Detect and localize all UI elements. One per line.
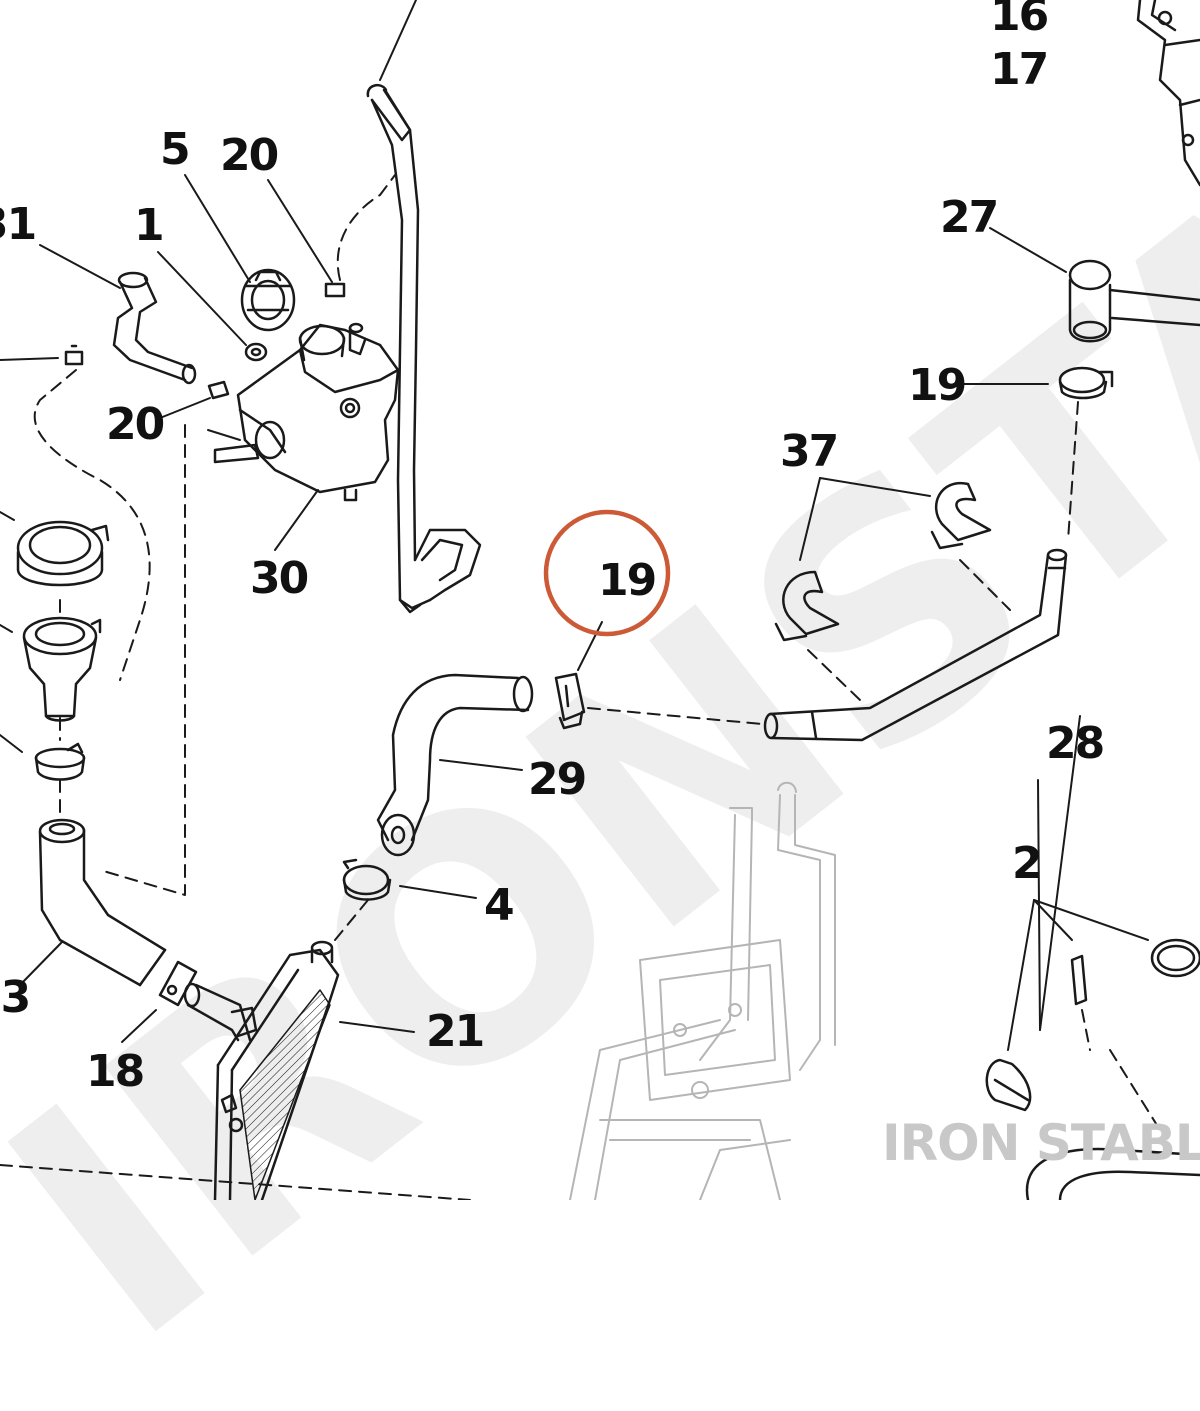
hose-29 [376,673,534,857]
reservoir-tank-30 [213,322,400,502]
callout-29: 29 [528,754,587,805]
clamp-left-upper [64,344,84,366]
radiator-cap [16,520,110,587]
gasket-2-loop [985,1058,1032,1112]
clamp-19-upper [1058,366,1114,400]
gasket-2-clip [1070,954,1088,1006]
exploded-parts-diagram [0,0,1200,1200]
brand-label: IRON STABLE [882,1114,1200,1172]
callout-19-upper: 19 [908,360,967,411]
callout-21: 21 [426,1006,485,1057]
callout-16: 16 [990,0,1049,41]
callout-30: 30 [250,553,309,604]
hose-lower-right [1025,1147,1200,1200]
clamp-4 [342,858,392,901]
callout-37: 37 [780,426,839,477]
frame-ghost-outline [569,781,836,1200]
radiator-21 [213,940,340,1200]
callout-20-lower: 20 [106,399,165,450]
callout-2: 2 [1012,838,1043,889]
filler-neck [22,616,102,722]
dashed-flow-lines [0,174,1161,1200]
hose-31 [112,271,197,385]
callout-33: 33 [0,972,31,1023]
callout-19-highlighted: 19 [598,555,657,606]
highlight-ring [543,509,671,637]
callout-4: 4 [484,880,515,931]
leader-lines [0,0,1149,1051]
hose-33 [38,818,167,987]
thermostat-housing-part [1136,0,1200,187]
callout-5: 5 [160,124,191,175]
clip-37-upper [930,481,992,550]
callout-20-upper: 20 [220,130,279,181]
clamp-19-highlighted [554,672,586,730]
gasket-2-ring [1150,938,1200,978]
callout-27: 27 [940,192,999,243]
tube-28 [763,548,1068,742]
clamp-18 [158,960,198,1007]
callout-31: 31 [0,199,37,250]
cap-5 [240,268,296,332]
callout-1: 1 [134,200,165,251]
clamp-20-lower [207,380,230,400]
clamp-20-upper [324,282,346,298]
callout-18: 18 [86,1046,145,1097]
clip-37-lower [774,570,840,642]
clamp-band-left [34,742,86,781]
hose-27 [1068,259,1200,343]
washer-1 [244,342,268,362]
overflow-tube [366,83,482,614]
radiator-outlet [183,982,258,1042]
callout-28: 28 [1046,718,1105,769]
callout-17: 17 [990,44,1049,95]
